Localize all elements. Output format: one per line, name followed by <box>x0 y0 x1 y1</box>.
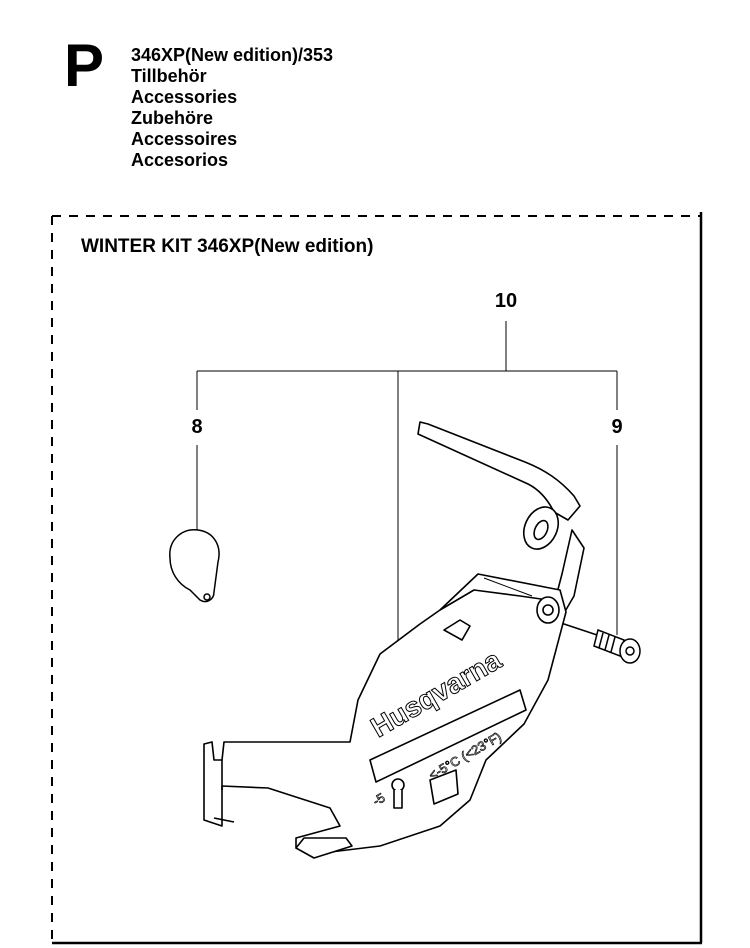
title-french: Accessoires <box>131 129 238 149</box>
title-spanish: Accesorios <box>131 150 229 170</box>
part-10-cover <box>203 421 585 859</box>
title-english: Accessories <box>131 87 238 107</box>
part-9-screw <box>551 619 641 664</box>
callout-8[interactable]: 8 <box>191 416 203 438</box>
title-german: Zubehöre <box>131 108 214 128</box>
leader-lines <box>196 321 618 650</box>
header-titles: 346XP(New edition)/353 Tillbehör Accesso… <box>131 45 333 171</box>
callout-9[interactable]: 9 <box>611 416 623 438</box>
callout-10[interactable]: 10 <box>494 290 518 312</box>
section-letter: P <box>64 32 105 99</box>
part-8-cap <box>169 529 220 603</box>
title-swedish: Tillbehör <box>131 66 207 86</box>
kit-title: WINTER KIT 346XP(New edition) <box>81 236 374 257</box>
model-title: 346XP(New edition)/353 <box>131 45 334 65</box>
